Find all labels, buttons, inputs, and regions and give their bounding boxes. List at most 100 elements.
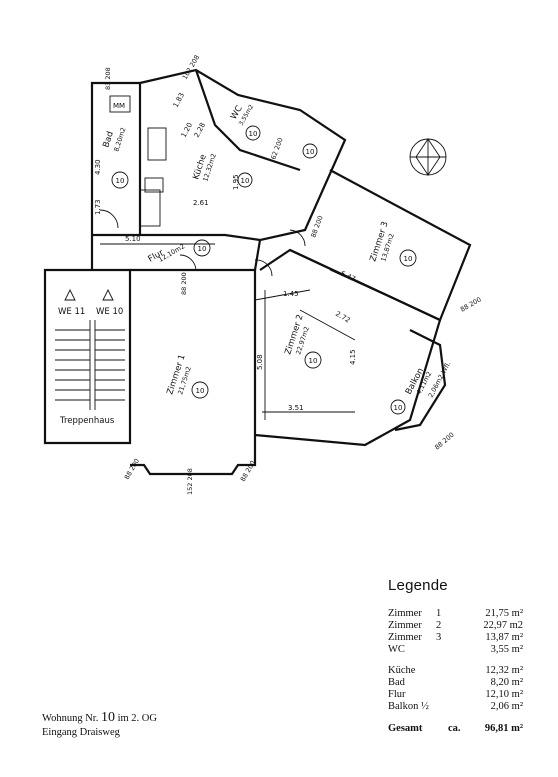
legend-room-name: Küche bbox=[388, 665, 416, 676]
dim: 4.30 bbox=[94, 159, 102, 175]
stairwell-wall bbox=[43, 268, 132, 445]
legend-row: WC 3,55 m² bbox=[388, 644, 523, 656]
legend-row: Bad 8,20 m² bbox=[388, 677, 523, 689]
legend-row: Flur 12,10 m² bbox=[388, 689, 523, 701]
legend-room-name: Zimmer bbox=[388, 608, 422, 619]
zimmer2-wall bbox=[254, 248, 442, 447]
apartment-line1: Wohnung Nr. 10 im 2. OG bbox=[42, 711, 157, 726]
legend-room-name: Zimmer bbox=[388, 632, 422, 643]
legend-room-area: 3,55 m² bbox=[490, 644, 523, 655]
legend-room-index bbox=[436, 689, 460, 701]
height-value: 10 bbox=[241, 177, 250, 185]
floor-plan: Bad 8,20m2 Küche 12,32m2 WC 3,55m2 Flur … bbox=[43, 54, 483, 495]
door-arc bbox=[179, 254, 197, 272]
zimmer1-wall bbox=[130, 268, 257, 476]
legend-room-name: WC bbox=[388, 644, 405, 655]
room-name-bad: Bad bbox=[101, 130, 116, 149]
stair-we-left: WE 11 bbox=[58, 307, 85, 317]
dim: 1.83 bbox=[172, 91, 186, 109]
stove bbox=[147, 127, 167, 161]
legend-room-index: 1 bbox=[436, 608, 442, 619]
legend-title: Legende bbox=[388, 577, 448, 594]
legend-room-name: Zimmer bbox=[388, 620, 422, 631]
door-arc bbox=[254, 259, 273, 277]
legend-room-name: Flur bbox=[388, 689, 406, 700]
dim: 2.61 bbox=[193, 199, 209, 207]
height-mark bbox=[191, 381, 209, 399]
height-value: 10 bbox=[404, 255, 413, 263]
legend-room-index bbox=[436, 644, 460, 656]
height-mark bbox=[245, 125, 261, 141]
height-mark bbox=[399, 249, 417, 267]
legend-total: Gesamt ca. 96,81 m² bbox=[388, 723, 523, 735]
height-value: 10 bbox=[306, 148, 315, 156]
opening-size: 88 200 bbox=[239, 459, 257, 483]
legend-room-area: 12,32 m² bbox=[485, 665, 523, 676]
mm-box bbox=[109, 95, 131, 113]
door-arc bbox=[99, 209, 119, 229]
stair-we-right: WE 10 bbox=[96, 307, 123, 317]
legend-room-area: 12,10 m² bbox=[485, 689, 523, 700]
wc-wall bbox=[194, 69, 301, 172]
room-area-bad: 8,20m2 bbox=[112, 126, 127, 152]
stair-label: Treppenhaus bbox=[59, 416, 115, 426]
height-mark bbox=[111, 171, 129, 189]
dim: 1.73 bbox=[94, 199, 102, 215]
legend-row: Zimmer 2 22,97 m2 bbox=[388, 620, 523, 632]
legend-row: Zimmer 1 21,75 m² bbox=[388, 608, 523, 620]
apartment-floor: im 2. OG bbox=[117, 713, 157, 724]
height-value: 10 bbox=[196, 387, 205, 395]
opening-size: 152 208 bbox=[186, 468, 194, 495]
dim: 1.45 bbox=[283, 290, 299, 298]
height-mark bbox=[193, 239, 211, 257]
opening-size: 88 200 bbox=[433, 431, 456, 452]
height-value: 10 bbox=[198, 245, 207, 253]
height-value: 10 bbox=[309, 357, 318, 365]
height-mark bbox=[302, 143, 318, 159]
dim: 5.08 bbox=[256, 354, 264, 370]
dim: 3.51 bbox=[288, 404, 304, 412]
door-arc bbox=[289, 229, 306, 247]
kitchen-wall bbox=[139, 68, 347, 271]
height-value: 10 bbox=[394, 404, 403, 412]
height-mark bbox=[304, 351, 322, 369]
dim: 5.10 bbox=[125, 235, 141, 243]
legend-room-name: Balkon ½ bbox=[388, 701, 429, 712]
dim: 5.47 bbox=[339, 270, 357, 284]
legend-row: Küche 12,32 m² bbox=[388, 665, 523, 677]
dimension-lines bbox=[100, 243, 441, 420]
balkon-wall bbox=[394, 329, 447, 432]
opening-size: 83 208 bbox=[104, 67, 112, 90]
height-mark bbox=[237, 172, 253, 188]
legend-room-area: 22,97 m2 bbox=[483, 620, 523, 631]
stair-arrow-icon bbox=[64, 288, 114, 301]
apartment-number: 10 bbox=[100, 710, 115, 725]
apartment-label: Wohnung Nr. bbox=[42, 713, 99, 724]
dim: 4.15 bbox=[349, 349, 357, 365]
legend: Legende Zimmer 1 21,75 m² Zimmer 2 22,97… bbox=[388, 577, 523, 735]
apartment-info: Wohnung Nr. 10 im 2. OG Eingang Draisweg bbox=[42, 711, 157, 740]
flur-wall bbox=[92, 233, 261, 242]
dim: 1.20 bbox=[180, 121, 194, 139]
dim: 2.28 bbox=[193, 121, 207, 139]
legend-row: Zimmer 3 13,87 m² bbox=[388, 632, 523, 644]
opening-size: 62 200 bbox=[269, 137, 284, 161]
legend-room-name: Bad bbox=[388, 677, 405, 688]
legend-room-area: 13,87 m² bbox=[485, 632, 523, 643]
legend-total-value: 96,81 m² bbox=[484, 723, 523, 734]
height-mark bbox=[390, 399, 406, 415]
bathtub bbox=[139, 189, 161, 227]
legend-row: Balkon ½ 2,06 m² bbox=[388, 701, 523, 713]
bath-wall bbox=[90, 81, 142, 270]
stair-treads bbox=[55, 320, 125, 410]
legend-total-label: Gesamt bbox=[388, 723, 423, 734]
legend-room-index: 2 bbox=[436, 620, 442, 631]
dim: 1.95 bbox=[232, 174, 240, 190]
legend-room-area: 2,06 m² bbox=[490, 701, 523, 712]
opening-size: 88 200 bbox=[309, 215, 324, 239]
height-value: 10 bbox=[116, 177, 125, 185]
dim: 2.72 bbox=[334, 310, 352, 325]
legend-room-index bbox=[436, 677, 460, 689]
legend-room-index bbox=[436, 665, 460, 677]
height-value: 10 bbox=[249, 130, 258, 138]
